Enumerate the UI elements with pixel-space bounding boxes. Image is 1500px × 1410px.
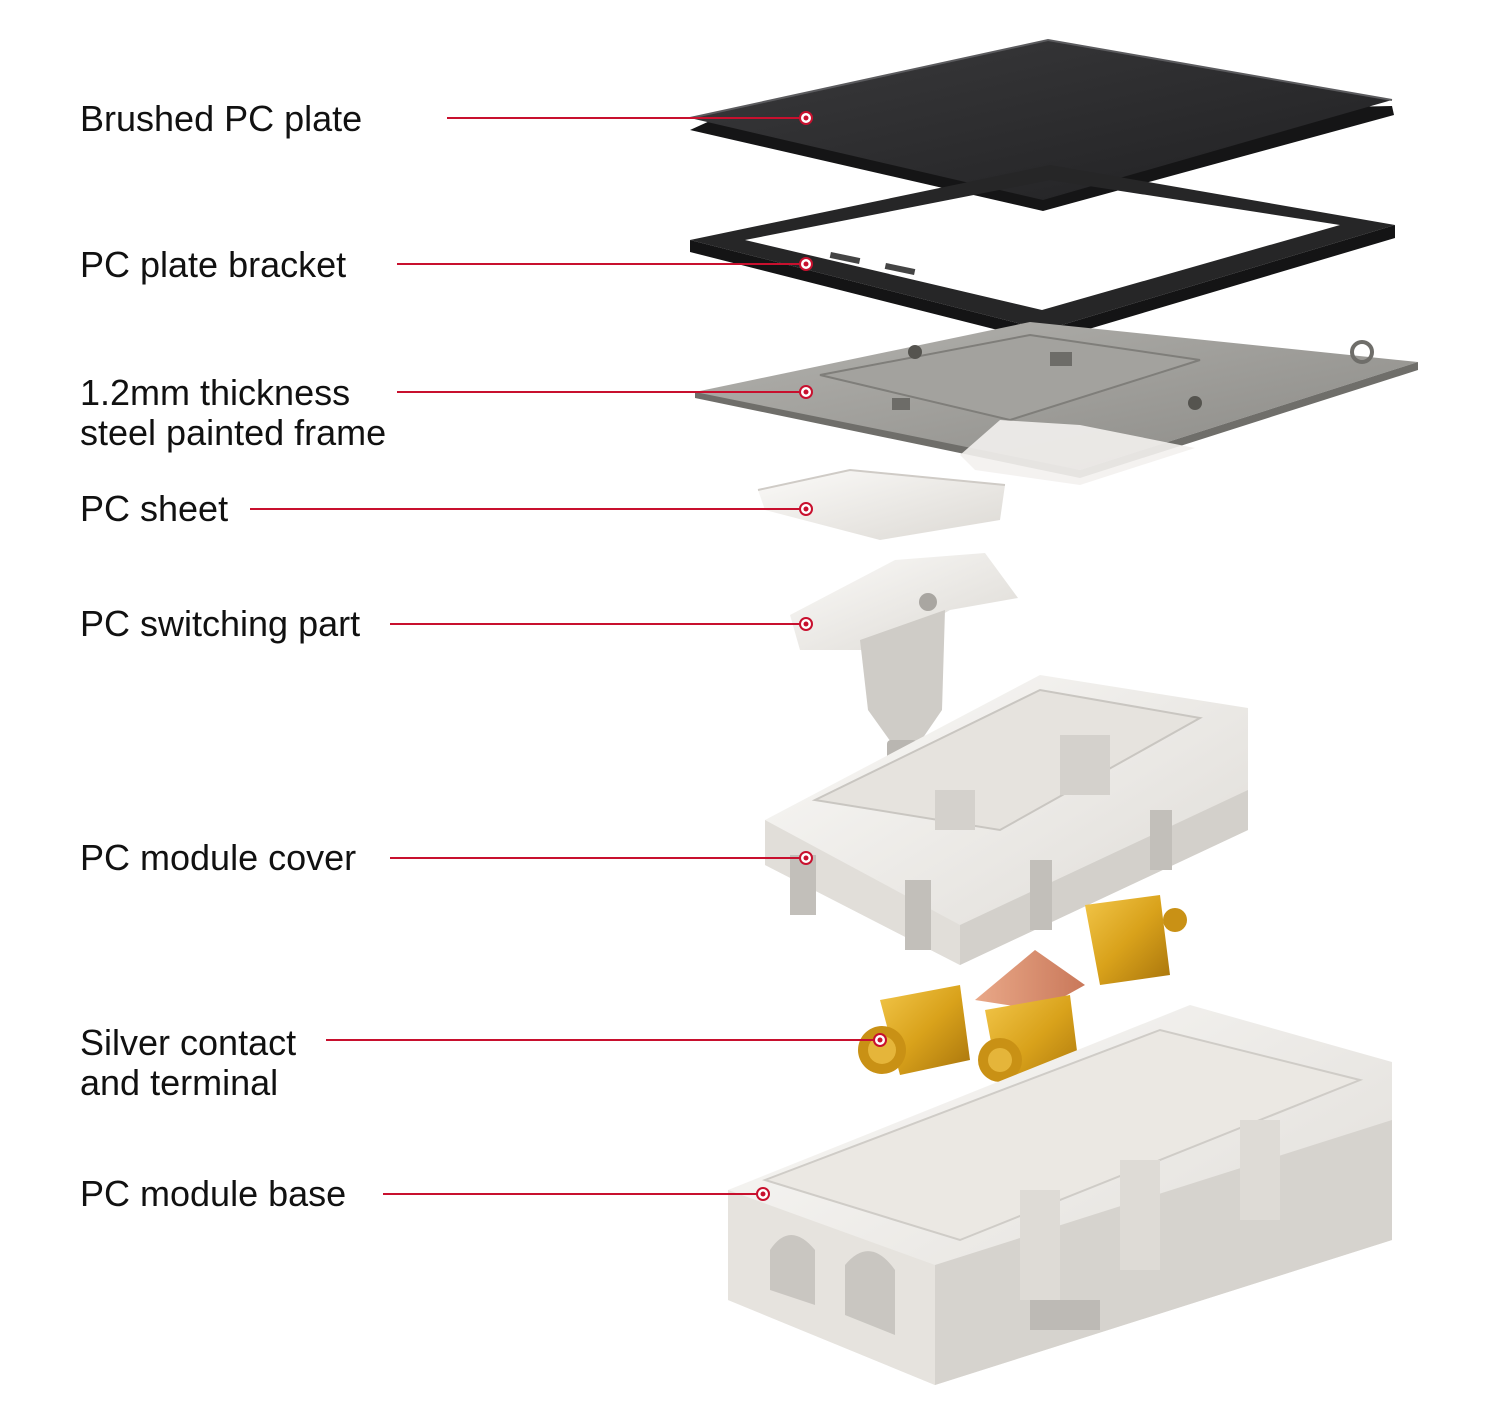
leader-dot-brushed-pc-plate: [803, 115, 809, 121]
leader-dot-pc-sheet: [803, 506, 809, 512]
pc-sheet-part: [757, 468, 1006, 540]
label-line: PC switching part: [80, 603, 361, 644]
label-pc-sheet: PC sheet: [80, 489, 228, 529]
label-line: Silver contact: [80, 1022, 297, 1063]
label-pc-module-base: PC module base: [80, 1174, 346, 1214]
leader-dot-pc-module-cover: [803, 855, 809, 861]
leader-dot-steel-painted-frame: [803, 389, 809, 395]
label-brushed-pc-plate: Brushed PC plate: [80, 99, 362, 139]
label-line: PC plate bracket: [80, 244, 347, 285]
label-line: PC module base: [80, 1173, 347, 1214]
label-line: PC module cover: [80, 837, 357, 878]
brushed-pc-plate-part: [689, 38, 1394, 211]
label-pc-switching-part: PC switching part: [80, 604, 360, 644]
pc-plate-bracket-part: [690, 165, 1395, 342]
label-line: Brushed PC plate: [80, 98, 363, 139]
label-pc-plate-bracket: PC plate bracket: [80, 245, 346, 285]
leader-dot-pc-switching-part: [803, 621, 809, 627]
leader-dot-pc-plate-bracket: [803, 261, 809, 267]
label-line: PC sheet: [80, 488, 229, 529]
label-silver-contact-terminal: Silver contact and terminal: [80, 1023, 296, 1103]
leader-dot-pc-module-base: [760, 1191, 766, 1197]
leader-lines: [250, 111, 887, 1201]
label-line: 1.2mm thickness: [80, 372, 351, 413]
leader-dot-silver-contact-terminal: [877, 1037, 883, 1043]
pc-module-base-part: [728, 1005, 1392, 1385]
label-pc-module-cover: PC module cover: [80, 838, 356, 878]
pc-module-cover-part: [765, 675, 1248, 965]
silver-contact-terminal-part: [858, 895, 1187, 1090]
label-line: steel painted frame: [80, 412, 387, 453]
steel-painted-frame-part: [695, 322, 1418, 485]
label-line: and terminal: [80, 1062, 279, 1103]
label-steel-painted-frame: 1.2mm thickness steel painted frame: [80, 373, 386, 453]
